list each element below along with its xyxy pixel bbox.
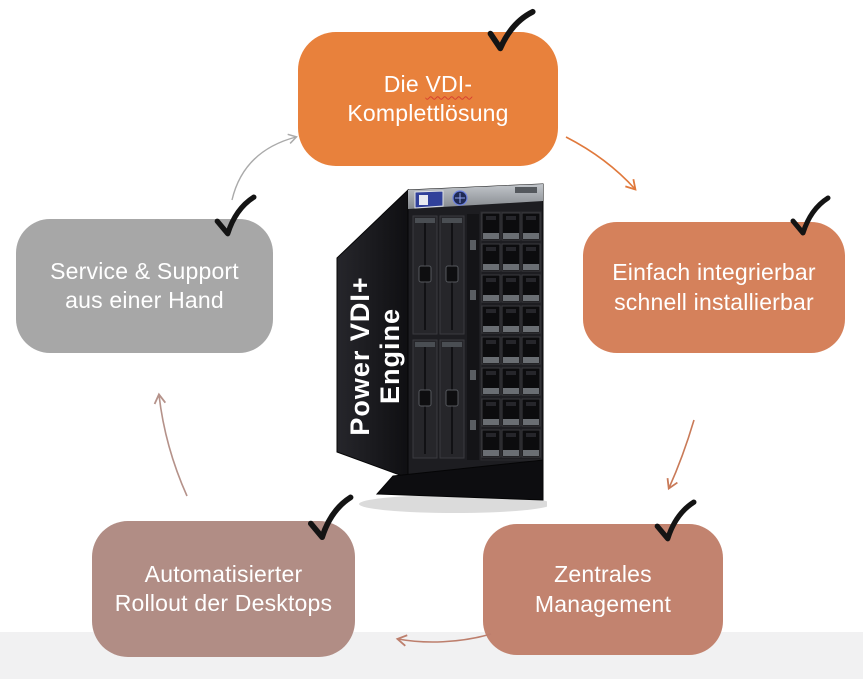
node-label-word: Die: [383, 70, 419, 97]
arrow-top-to-right: [565, 136, 637, 191]
server-shadow: [359, 495, 547, 513]
server-side-label: Power VDI+ Engine: [345, 276, 405, 435]
node-label-word-spellchecked: VDI-: [425, 70, 473, 97]
node-label-line2: aus einer Hand: [65, 287, 224, 313]
server-blades: [412, 215, 465, 459]
node-service-support: Service & Support aus einer Hand: [16, 219, 273, 353]
node-label-line1: Automatisierter: [144, 560, 303, 587]
node-label-line2: Management: [534, 590, 672, 617]
server-label-line1: Power VDI+: [345, 276, 375, 435]
node-label-line1: Die VDI-: [384, 70, 473, 99]
arrow-bottom-left-to-left: [153, 392, 188, 497]
arrow-left-to-top: [231, 133, 298, 201]
server-base: [375, 459, 544, 501]
node-label-line2: schnell installierbar: [614, 288, 814, 315]
server-lcd-content: [419, 195, 428, 205]
node-vdi-komplettloesung: Die VDI- Komplettlösung: [298, 32, 558, 166]
server-rail-ports: [470, 240, 476, 430]
node-label-line1: Zentrales: [554, 561, 652, 588]
server-drive-bays: [480, 211, 542, 461]
arrow-right-to-bottom-right: [666, 419, 695, 491]
server-tower-image: Power VDI+ Engine: [336, 183, 547, 513]
node-label-line2: Rollout der Desktops: [114, 590, 333, 616]
node-zentrales-management: Zentrales Management: [483, 524, 723, 655]
server-center-rail: [467, 214, 479, 460]
server-badge: [515, 187, 537, 193]
server-label-line2: Engine: [375, 308, 405, 404]
node-label-line1: Einfach integrierbar: [612, 259, 816, 286]
node-einfach-integrierbar: Einfach integrierbar schnell installierb…: [583, 222, 845, 353]
server-dpad-arrows: [455, 193, 465, 203]
node-label-line2: Komplettlösung: [347, 100, 509, 126]
node-label-line1: Service & Support: [50, 257, 239, 284]
node-automatisierter-rollout: Automatisierter Rollout der Desktops: [92, 521, 355, 657]
